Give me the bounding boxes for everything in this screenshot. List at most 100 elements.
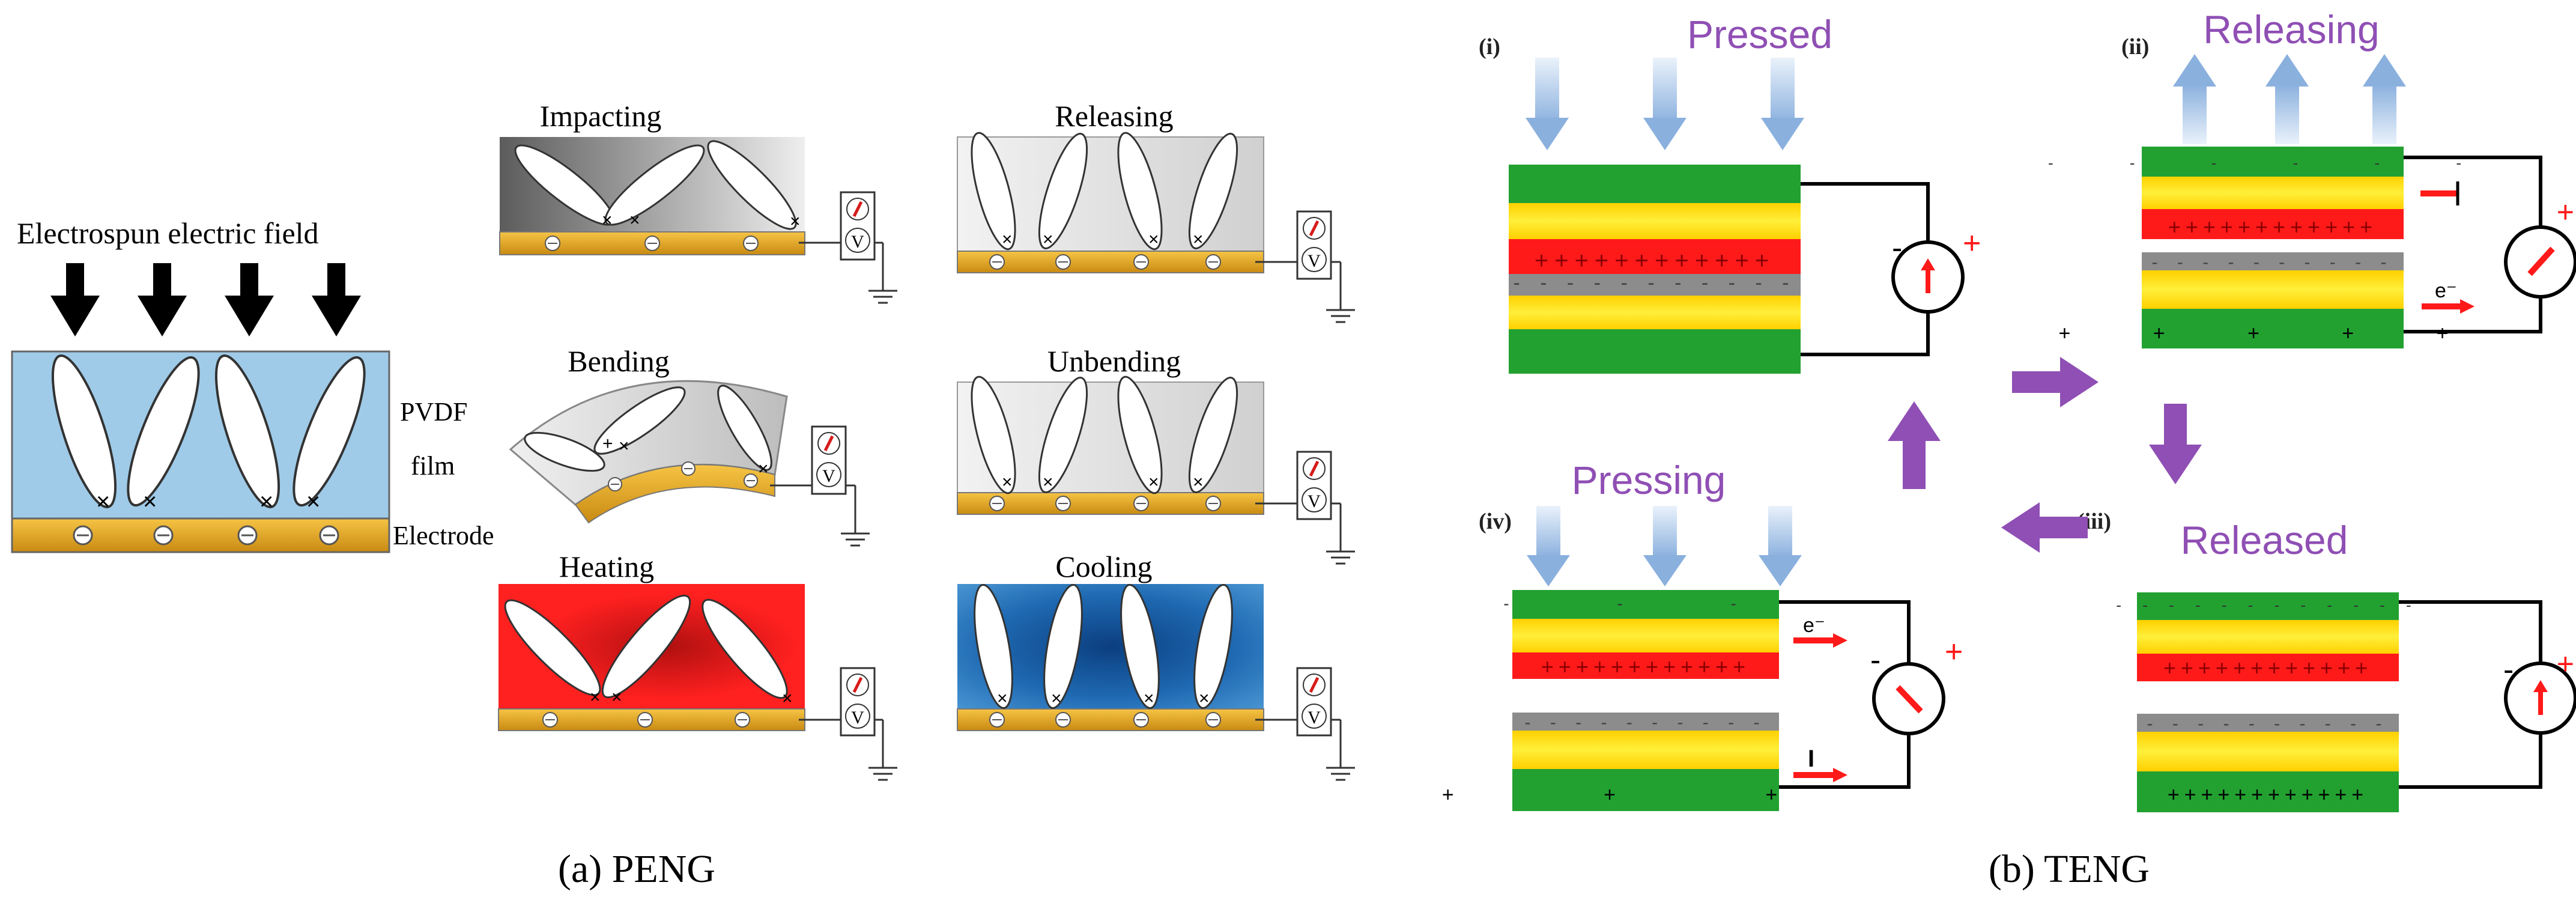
top-dielectric [1509,203,1801,239]
voltmeter-icon: V [799,667,897,781]
panel-iv-title: Pressing [1572,458,1726,502]
needle-icon [1896,685,1923,714]
peng-unbending-panel: Unbending ×××× [957,344,1264,515]
needle-icon [2527,246,2555,276]
right-arrow-icon [2012,357,2099,407]
field-label: Electrospun electric field [17,216,319,250]
teng-panel-released: (iii) Released - - - - - - - - - - - - +… [2077,509,2576,812]
film-label-line2: film [411,451,455,481]
current-arrow-icon [1793,768,1847,782]
svg-text:+: + [2557,647,2574,681]
voltmeter-label: V [822,466,835,486]
bottom-dielectric [2142,270,2404,309]
svg-text:×: × [96,488,110,515]
field-arrow-icon [225,263,274,336]
svg-text:++++++++++++: ++++++++++++ [2168,783,2368,806]
svg-text:+ + + + +: + + + + + [2058,322,2487,345]
needle-up-icon [2533,680,2548,715]
svg-text:- - - - - - - - - -: - - - - - - - - - - [1525,713,1767,732]
svg-text:×: × [782,689,793,708]
svg-text:- - - - - -: - - - - - - [2048,154,2497,172]
electron-arrow-icon [1793,633,1847,648]
dipole-signs: ×××× [96,488,320,515]
svg-text:×: × [1148,472,1159,492]
film-label-line1: PVDF [400,397,468,427]
svg-text:+: + [1963,226,1981,261]
svg-text:×: × [590,687,601,707]
svg-text:- - -: - - - [1503,594,1788,613]
down-arrow-icon [2149,404,2202,484]
panel-iii-title: Released [2181,518,2348,562]
svg-text:×: × [629,210,640,230]
peng-releasing-panel: Releasing ×××× [957,99,1264,273]
panel-iv-number: (iv) [1479,509,1512,534]
dipole-ellipses [51,354,366,508]
svg-text:×: × [790,211,801,231]
peng-heating-panel: Heating ××× [498,550,805,731]
field-arrow-icon [50,263,100,336]
svg-text:×: × [1148,230,1159,249]
top-electrode [1509,165,1801,203]
svg-text:-: - [1870,643,1880,678]
dipole-ellipse [292,356,366,507]
field-arrows [50,263,361,336]
dipole-ellipse [127,356,200,507]
svg-text:- - - - - - - - - -: - - - - - - - - - - [2152,252,2394,272]
svg-text:++++++++++++: ++++++++++++ [2168,214,2377,239]
voltmeter-icon: V [770,425,870,547]
top-electrode [2142,147,2404,177]
top-dielectric [2137,620,2399,654]
svg-text:×: × [1144,689,1154,708]
svg-text:×: × [611,687,622,707]
svg-text:×: × [619,436,629,456]
svg-text:×: × [306,488,320,515]
left-arrow-icon [2001,502,2088,553]
down-arrow-icon [1759,506,1802,586]
voltmeter-label: V [851,232,864,252]
negative-charges: - - - - - - - - - - - [1513,272,1796,294]
panel-ii-title: Releasing [2203,7,2380,52]
svg-text:- - - - - - - - - - - -: - - - - - - - - - - - - [2116,596,2419,614]
svg-text:- - - - - - - - - -: - - - - - - - - - - [2147,714,2389,734]
electrode-label: Electrode [393,521,494,550]
svg-text:×: × [1193,472,1204,492]
svg-text:×: × [602,210,613,230]
up-arrow-icon [2265,54,2309,144]
negative-layer [2142,252,2404,270]
svg-text:×: × [1051,689,1062,708]
panel-ii-number: (ii) [2121,34,2149,59]
voltmeter-label: V [1308,491,1321,511]
svg-text:×: × [1002,472,1013,492]
press-arrows [1526,58,1804,150]
positive-layer [1512,652,1779,679]
electron-arrow-icon [2422,299,2474,314]
bending-electrode [574,464,775,524]
up-arrow-icon [1888,401,1941,489]
press-arrows [1527,506,1802,586]
svg-text:×: × [1193,230,1204,249]
down-arrow-icon [1643,506,1687,586]
top-dielectric [2142,177,2404,209]
impacting-label: Impacting [540,99,662,133]
top-electrode [2137,592,2399,620]
top-electrode [1512,590,1779,619]
negative-layer [1512,713,1779,731]
unbending-label: Unbending [1047,344,1181,378]
current-arrow-icon [2420,181,2459,205]
up-arrow-icon [2173,54,2216,144]
release-arrows [2173,54,2406,144]
svg-text:×: × [1199,689,1210,708]
teng-section: (i) Pressed ++++++++++++ - - - - - - - -… [1442,7,2576,891]
voltmeter-label: V [851,708,864,728]
svg-text:×: × [758,459,769,479]
down-arrow-icon [1761,58,1804,150]
svg-text:×: × [1002,230,1013,249]
dipole-ellipse [51,354,117,508]
svg-text:+: + [2557,195,2574,229]
positive-layer [2142,209,2404,239]
electron-label: e⁻ [1803,614,1825,637]
bottom-electrode [1509,329,1801,374]
bottom-electrode [2137,771,2399,812]
cooling-label: Cooling [1055,550,1152,583]
